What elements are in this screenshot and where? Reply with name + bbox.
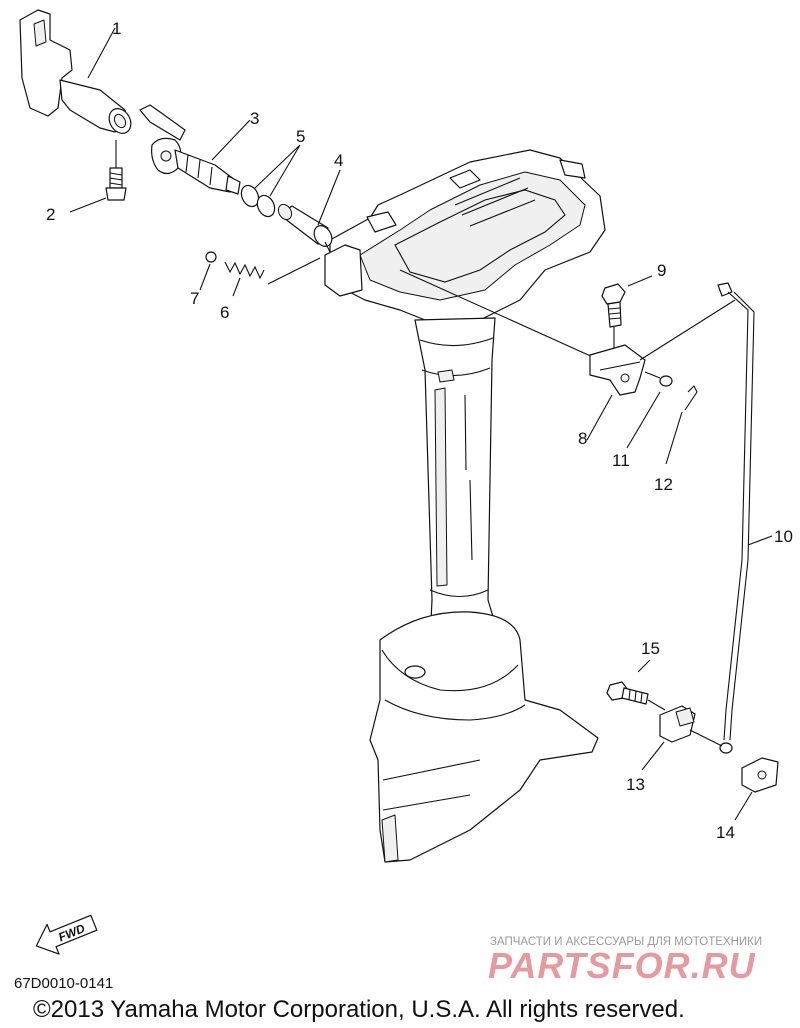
part-3-shift-shaft bbox=[139, 104, 251, 195]
part-label-14: 14 bbox=[716, 823, 735, 842]
part-8-bracket bbox=[586, 344, 646, 441]
fwd-arrow-icon: FWD bbox=[35, 914, 98, 955]
part-label-1: 1 bbox=[112, 19, 121, 38]
watermark-tagline: ЗАПЧАСТИ И АКСЕССУАРЫ ДЛЯ МОТОТЕХНИКИ bbox=[490, 936, 762, 948]
part-6-spring bbox=[224, 257, 321, 297]
part-label-5: 5 bbox=[296, 127, 305, 146]
part-label-11: 11 bbox=[612, 451, 630, 470]
lower-casing bbox=[324, 149, 606, 863]
watermark: ЗАПЧАСТИ И АКСЕССУАРЫ ДЛЯ МОТОТЕХНИКИ PA… bbox=[488, 936, 762, 986]
copyright-notice: ©2013 Yamaha Motor Corporation, U.S.A. A… bbox=[33, 996, 685, 1023]
part-10-shift-rod bbox=[639, 282, 773, 754]
part-14-clamp-plate bbox=[734, 757, 779, 821]
part-13-clamp bbox=[641, 705, 723, 771]
part-label-6: 6 bbox=[220, 303, 229, 322]
part-label-9: 9 bbox=[657, 261, 666, 280]
part-9-bolt bbox=[601, 275, 653, 352]
part-label-7: 7 bbox=[190, 289, 199, 308]
part-label-4: 4 bbox=[334, 151, 343, 170]
part-11-washer bbox=[626, 371, 673, 449]
part-label-12: 12 bbox=[654, 475, 673, 494]
part-label-15: 15 bbox=[641, 639, 660, 658]
part-label-10: 10 bbox=[774, 527, 793, 546]
watermark-brand: PARTSFOR.RU bbox=[488, 945, 756, 986]
part-12-cotter-pin bbox=[665, 385, 698, 465]
part-label-8: 8 bbox=[578, 429, 587, 448]
part-15-bolt bbox=[606, 659, 666, 711]
part-5-o-rings bbox=[240, 144, 301, 218]
part-labels: 1 2 3 4 5 6 7 8 9 10 11 12 13 14 15 bbox=[46, 19, 793, 842]
part-label-3: 3 bbox=[250, 109, 259, 128]
assembly-guide-line bbox=[399, 269, 596, 359]
diagram-code: 67D0010-0141 bbox=[14, 975, 113, 992]
part-4-bushing bbox=[277, 169, 341, 253]
part-label-2: 2 bbox=[46, 205, 55, 224]
part-7-ball bbox=[199, 251, 217, 291]
part-1-shift-handle bbox=[19, 9, 132, 134]
part-label-13: 13 bbox=[626, 775, 645, 794]
part-2-screw bbox=[69, 140, 127, 213]
